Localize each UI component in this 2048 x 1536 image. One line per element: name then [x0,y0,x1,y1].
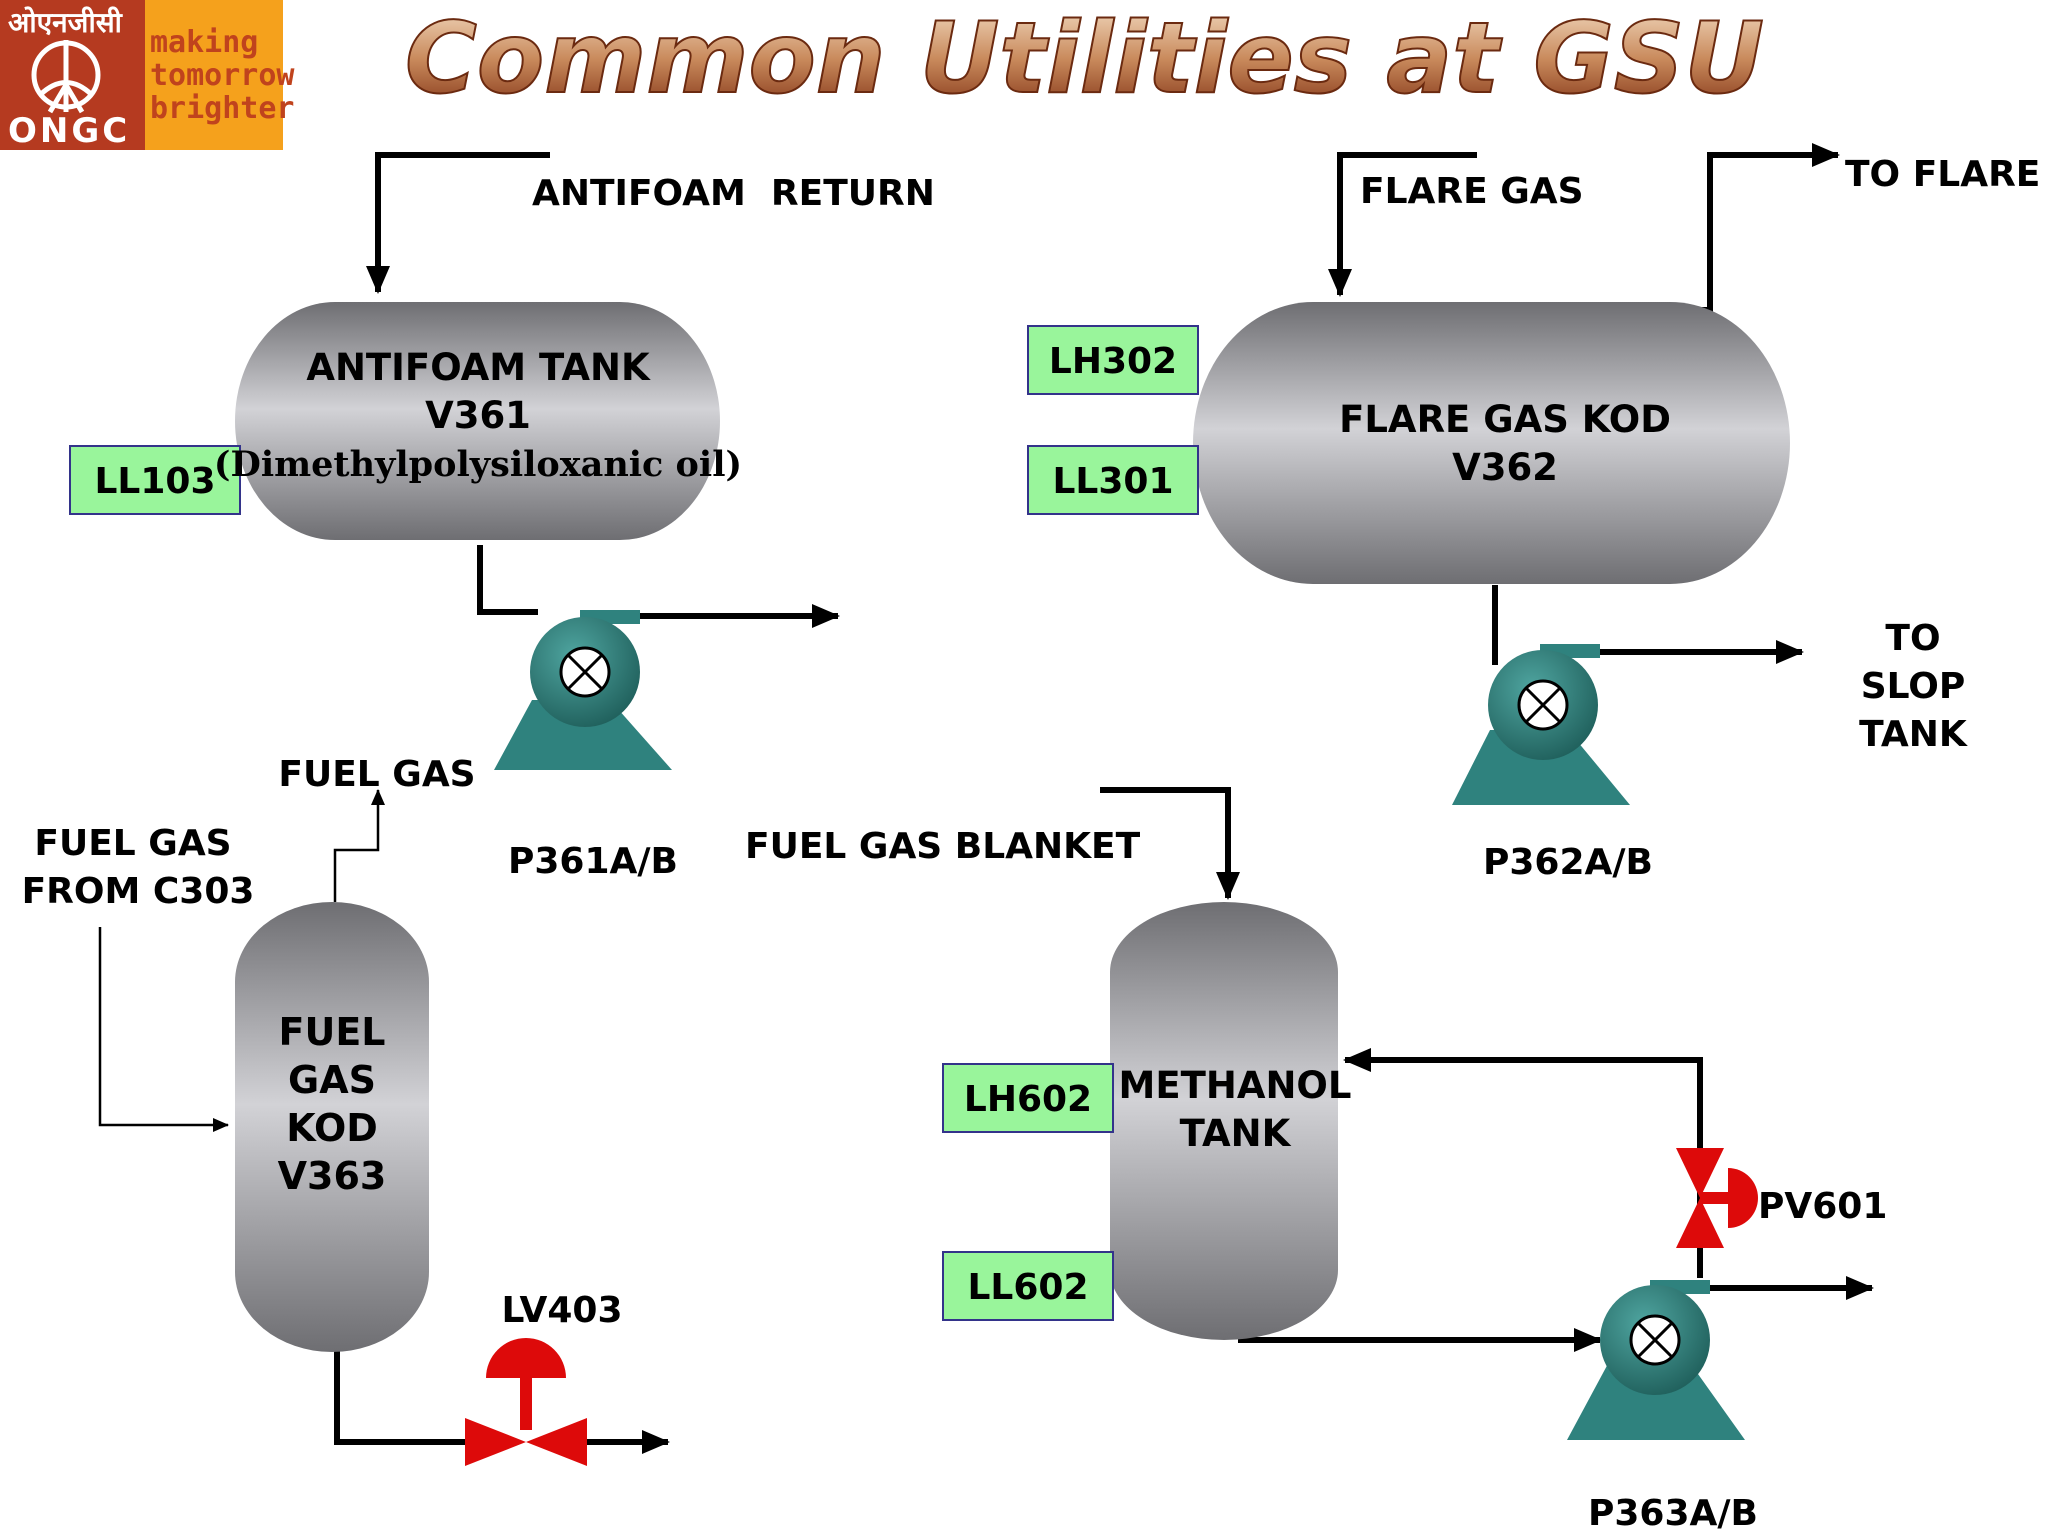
tag-ll301: LL301 [1027,445,1199,515]
valve-lv403-tag: LV403 [502,1290,623,1331]
tag-ll602: LL602 [942,1251,1114,1321]
antifoam-tank-id: V361 [425,394,531,437]
ongc-logo: ओएनजीसी ONGC making tomorrow brighter [0,0,295,151]
pump-p363 [1567,1280,1745,1440]
tag-ll103-text: LL103 [94,461,215,502]
valve-lv403 [465,1338,587,1466]
tag-ll602-text: LL602 [967,1267,1088,1308]
pump-p362 [1452,644,1630,805]
fuel-gas-kod-name-3: KOD [286,1106,378,1150]
pump-impeller-icon [1517,679,1569,731]
to-slop-tank-label-1: TO [1885,618,1940,659]
fuel-gas-kod-drain-line [334,1350,470,1445]
pump-p361 [494,610,672,770]
antifoam-tank-content: (Dimethylpolysiloxanic oil) [214,444,742,485]
valve-pv601 [1676,1148,1758,1248]
page-title: Common Utilities at GSU [405,2,1764,116]
antifoam-tank-name: ANTIFOAM TANK [306,346,651,389]
pump-p361-tag: P361A/B [508,841,678,882]
fuel-gas-source-label-2: FROM C303 [22,871,255,912]
flare-gas-inlet-label: FLARE GAS [1360,171,1584,212]
flare-kod-id: V362 [1452,446,1558,489]
pump-p363-tag: P363A/B [1588,1493,1758,1534]
to-slop-tank-label-2: SLOP [1861,666,1966,707]
logo-tagline-1: making [150,25,258,60]
tag-ll103: LL103 [69,445,241,515]
antifoam-tank-vessel [235,302,720,540]
pump-impeller-icon [559,646,611,698]
flare-gas-kod-vessel [1193,302,1790,584]
tag-lh302-text: LH302 [1049,341,1177,382]
fuel-gas-kod-name-1: FUEL [279,1010,386,1054]
logo-brand: ONGC [8,111,130,151]
tag-lh302: LH302 [1027,325,1199,395]
fuel-gas-outlet-label: FUEL GAS [278,754,475,795]
to-flare-label: TO FLARE [1845,154,2040,195]
to-slop-tank-label-3: TANK [1859,714,1968,755]
tag-lh602: LH602 [942,1063,1114,1133]
flare-kod-name: FLARE GAS KOD [1339,398,1671,441]
fuel-gas-source-label-1: FUEL GAS [34,823,231,864]
antifoam-suction-line [477,545,538,615]
logo-tagline-2: tomorrow [150,58,295,93]
tag-lh602-text: LH602 [964,1079,1092,1120]
pipework [334,143,1874,1454]
fuel-gas-kod-name-2: GAS [288,1058,376,1102]
pump-impeller-icon [1629,1314,1681,1366]
methanol-tank-label: TANK [1180,1112,1292,1155]
thin-pipework [98,789,385,1132]
fuel-gas-blanket-line [1100,787,1240,900]
methanol-recirc-line [1343,1048,1703,1278]
valve-pv601-tag: PV601 [1758,1186,1887,1227]
tag-ll301-text: LL301 [1052,461,1173,502]
flare-gas-inlet-line [1328,152,1477,297]
pump-p362-tag: P362A/B [1483,842,1653,883]
fuel-gas-outlet-line [333,789,385,902]
methanol-tank-vessel [1110,902,1338,1340]
fuel-gas-blanket-label: FUEL GAS BLANKET [745,826,1141,867]
oil-drop-icon [31,40,101,114]
logo-hindi-text: ओएनजीसी [8,6,124,39]
fuel-gas-from-c303-line [98,927,229,1132]
fuel-gas-kod-id: V363 [278,1154,387,1198]
to-flare-line [1582,143,1840,313]
antifoam-return-label: ANTIFOAM RETURN [532,173,935,214]
methanol-tank-name: METHANOL [1119,1064,1352,1107]
antifoam-return-line [366,152,550,294]
logo-tagline-3: brighter [150,91,295,126]
fuel-gas-kod-vessel [235,902,429,1352]
